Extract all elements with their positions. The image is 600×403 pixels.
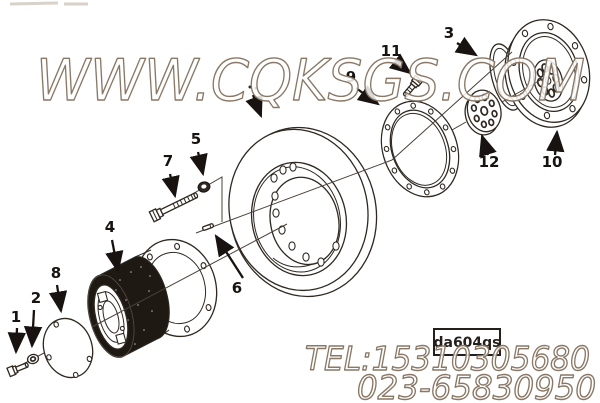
part-ring-9: [380, 100, 460, 198]
callout-3-arrow: [454, 36, 478, 57]
part-bolt-7: [148, 192, 199, 223]
callout-3: 3: [444, 24, 454, 42]
drawing-code-label: da604qs: [433, 335, 500, 351]
watermark-phone-2: 023-65830950: [357, 368, 596, 403]
hub-front-face: [93, 284, 129, 350]
callout-6: 6: [232, 279, 242, 297]
damper-bolt-holes: [270, 162, 340, 267]
callout-10: 10: [542, 153, 563, 171]
callout-9: 9: [346, 68, 356, 86]
callout-12: 12: [479, 153, 500, 171]
callout-12-arrow: [479, 133, 497, 158]
watermark-fragment: [9, 1, 88, 6]
callout-5-arrow: [189, 151, 208, 177]
callout-hidden-arrow: [245, 94, 263, 119]
callout-7-arrow: [161, 173, 180, 199]
watermark-layer: WWW.CQKSGS.COM TEL:15310305680 023-65830…: [35, 47, 596, 403]
part-cover-plate-8: [42, 317, 94, 379]
part-pin-6: [201, 223, 215, 231]
part-bolt-11: [402, 74, 424, 98]
part-flange-10: [504, 19, 591, 128]
part-washer-2: [26, 353, 40, 365]
part-nut-5: [197, 181, 211, 193]
part-damper-wheel: [228, 126, 378, 298]
callout-4-arrow: [105, 239, 124, 274]
callout-9-arrow: [355, 85, 380, 106]
callout-7: 7: [163, 152, 173, 170]
callout-1-arrow: [7, 327, 27, 355]
callout-10-arrow: [546, 129, 565, 156]
callout-8: 8: [51, 264, 61, 282]
callouts: 1 2 8 4 7 5 6 9 11 3 12 10: [7, 24, 565, 355]
part-hub-4: [87, 238, 218, 358]
callout-2: 2: [31, 289, 41, 307]
watermark-phone-1: TEL:15310305680: [305, 339, 590, 378]
part-bolt-1: [6, 362, 29, 378]
callout-2-arrow: [23, 309, 43, 349]
part-disc-12: [464, 89, 502, 136]
assembly-centerlines: [9, 51, 545, 372]
callout-4: 4: [105, 218, 115, 236]
callout-6-arrow: [214, 234, 244, 279]
callout-1: 1: [11, 308, 21, 326]
callout-11-arrow: [388, 53, 412, 75]
callout-5: 5: [191, 130, 201, 148]
callout-8-arrow: [48, 284, 68, 314]
watermark-main: WWW.CQKSGS.COM: [36, 48, 585, 114]
drawing-code-box: da604qs: [433, 328, 501, 356]
